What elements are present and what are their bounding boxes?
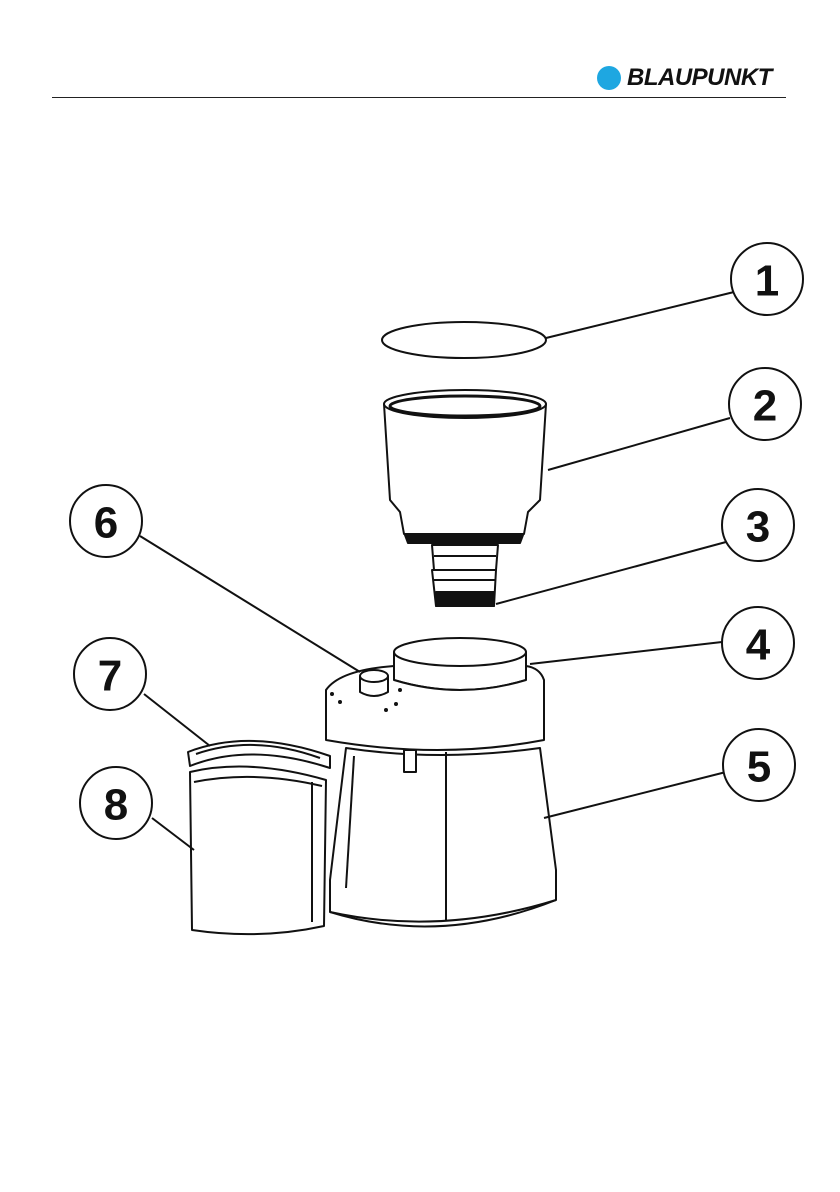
part-burr — [432, 570, 496, 606]
callout-number-8: 8 — [104, 781, 128, 830]
part-lid — [382, 322, 546, 358]
callout-number-1: 1 — [755, 257, 779, 306]
callout-number-3: 3 — [746, 503, 770, 552]
callout-number-7: 7 — [98, 652, 122, 701]
part-hopper — [384, 390, 546, 570]
callout-number-4: 4 — [746, 621, 771, 670]
part-container — [190, 767, 326, 935]
callout-number-5: 5 — [747, 743, 771, 792]
part-collar — [394, 638, 526, 690]
callout-number-2: 2 — [753, 382, 777, 431]
callout-number-6: 6 — [94, 499, 118, 548]
part-knob — [360, 670, 388, 696]
part-body — [326, 666, 556, 926]
